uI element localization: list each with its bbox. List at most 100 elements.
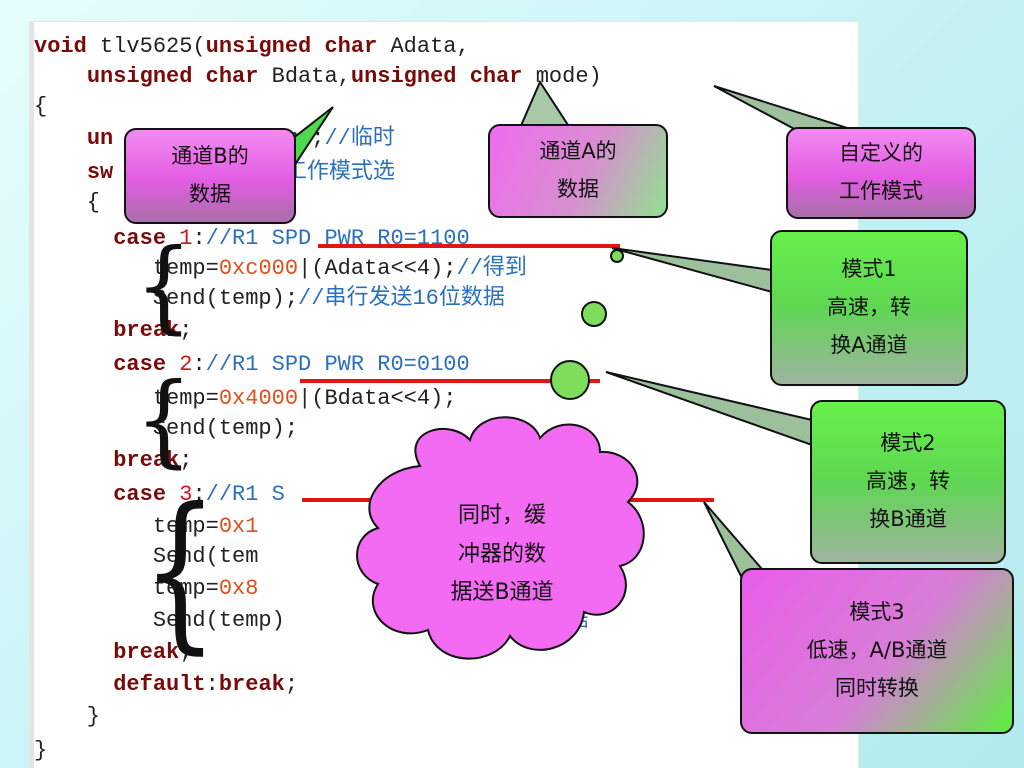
case1-brace: { [135,227,193,344]
code-token: //R1 S [205,482,285,507]
case1-comment-underline [318,244,620,248]
cloud-line-3: 据送B通道 [450,580,554,606]
code-token: |(Bdata<<4); [298,386,457,411]
code-token: 0xc000 [218,256,299,281]
cloud-line-1: 同时，缓 [457,503,546,529]
callout-channel-b-line2: 数据 [189,182,231,206]
pointer-channel-a [518,79,572,129]
callout-channel-a-line2: 数据 [557,177,599,201]
callout-custom-mode-line2: 工作模式 [839,179,923,203]
callout-custom-mode: 自定义的 工作模式 [786,127,976,219]
code-token: { [34,94,48,119]
cloud-line-2: 冲器的数 [457,541,546,567]
callout-mode2-line2: 高速，转 [866,469,950,494]
code-token: break [113,640,180,665]
code-token: |(Adata<<4); [298,256,457,281]
case2-comment-underline [300,379,600,383]
code-token: ; [179,448,193,473]
cloud-shape [356,416,645,660]
callout-mode1-line2: 高速，转 [827,295,911,320]
code-token: break [113,448,180,473]
code-token: 0x1 [218,514,259,539]
code-token: : [192,352,206,377]
code-token: 3 [179,482,193,507]
code-token: //临时 [324,126,395,151]
code-token: ; [179,640,193,665]
code-token: case [113,352,167,377]
callout-mode3-line3: 同时转换 [835,675,919,700]
callout-channel-b-line1: 通道B的 [171,144,249,169]
code-line: break; [34,448,192,474]
code-token: void [34,34,87,59]
callout-mode3-line2: 低速，A/B通道 [806,638,948,663]
code-token: case [113,226,167,251]
callout-mode1-line3: 换A通道 [830,332,908,357]
code-token: unsigned char [86,64,259,89]
code-token: temp= [34,386,219,411]
code-line: } [34,738,47,764]
code-line: void tlv5625(unsigned char Adata, [34,34,470,60]
code-token: } [34,738,48,763]
code-token: Send(temp); [34,416,299,441]
code-token: temp= [34,256,219,281]
code-token: 1 [179,226,193,251]
cloud-callout [356,416,645,660]
callout-mode2-line1: 模式2 [880,431,936,456]
code-token: 0x4000 [218,386,299,411]
cloud-text: 同时，缓 冲器的数 据送B通道 [392,470,612,640]
code-token: { [34,190,101,215]
code-token: Send(temp); [34,286,299,311]
callout-mode3-line1: 模式3 [849,600,905,625]
code-token: temp= [34,514,219,539]
code-token: Send(temp) [34,608,285,633]
code-token: : [205,672,219,697]
callout-channel-a-data: 通道A的 数据 [488,124,668,218]
code-token: break [218,672,285,697]
code-token: mode) [522,64,602,89]
callout-mode1-line1: 模式1 [841,257,897,282]
code-token: Adata, [377,34,470,59]
code-line: break; [34,318,192,344]
code-token: //得到 [456,256,527,281]
code-token: temp= [34,576,219,601]
code-token: //R1 SPD PWR R0=0100 [205,352,470,377]
code-line: break; [34,640,192,666]
thought-bubble-small [610,249,624,263]
thought-bubble-large [550,360,590,400]
code-token: unsigned char [350,64,523,89]
callout-channel-b-data: 通道B的 数据 [124,128,296,224]
code-line: temp=0x4000|(Bdata<<4); [34,386,457,412]
code-token: break [113,318,180,343]
code-line: { [34,190,100,216]
code-token: default [113,672,206,697]
code-token: //串行发送16位数据 [298,286,505,311]
pointer-mode1 [611,247,773,294]
code-line: default:break; [34,672,298,698]
code-token: un [86,126,114,151]
code-token: //R1 SPD PWR R0=1100 [205,226,470,251]
code-line: Send(temp); [34,416,298,442]
case3-brace: { [142,472,218,670]
code-token: unsigned char [205,34,378,59]
case2-brace: { [135,361,193,478]
callout-channel-a-line1: 通道A的 [539,139,617,164]
code-token: Bdata, [258,64,351,89]
callout-mode1: 模式1 高速，转 换A通道 [770,230,968,386]
thought-bubble-medium [581,301,607,327]
code-line: unsigned char Bdata,unsigned char mode) [34,64,602,90]
code-token: ; [179,318,193,343]
code-line: } [34,704,100,730]
code-line: temp=0xc000|(Adata<<4);//得到 [34,256,527,282]
callout-mode3: 模式3 低速，A/B通道 同时转换 [740,568,1014,734]
code-token: tlv5625( [86,34,206,59]
code-token: : [192,226,206,251]
pointer-custom-mode [713,85,861,133]
code-token: 0x8 [218,576,259,601]
code-token: : [192,482,206,507]
callout-mode2: 模式2 高速，转 换B通道 [810,400,1006,564]
code-line: Send(temp);//串行发送16位数据 [34,286,505,312]
callout-mode2-line3: 换B通道 [869,506,947,531]
code-token: case [113,482,167,507]
code-line: case 1://R1 SPD PWR R0=1100 [34,226,470,252]
